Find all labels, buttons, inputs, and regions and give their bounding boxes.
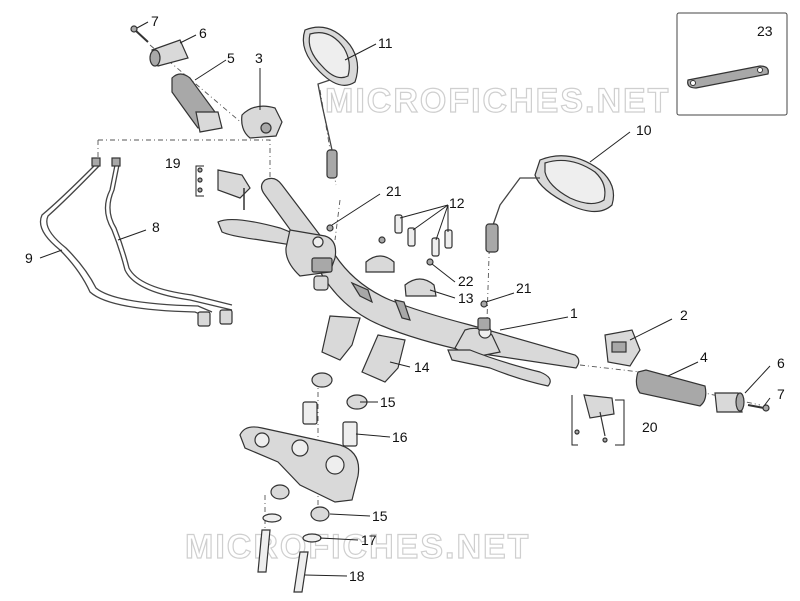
callout-1: 1 (570, 305, 578, 321)
mirror-10 (485, 155, 615, 253)
callout-3: 3 (255, 50, 263, 66)
grip-4 (635, 369, 707, 407)
bracket-20 (574, 394, 615, 443)
switch-2 (604, 329, 641, 367)
callout-8: 8 (152, 219, 160, 235)
callout-5: 5 (227, 50, 235, 66)
callout-11: 11 (378, 35, 393, 51)
screw-7-right (747, 404, 770, 412)
bracket-19 (197, 167, 251, 210)
callout-9: 9 (25, 250, 33, 266)
callout-19: 19 (165, 155, 181, 171)
inset-box-23 (676, 12, 788, 116)
callout-20: 20 (642, 419, 658, 435)
callout-10: 10 (636, 122, 652, 138)
callout-7-left: 7 (151, 13, 159, 29)
callout-18: 18 (349, 568, 365, 584)
right-lever-assembly (447, 317, 551, 387)
callout-21-right: 21 (516, 280, 532, 296)
leader-lines (39, 21, 771, 577)
callout-22: 22 (458, 273, 474, 289)
bolt-21-right (480, 300, 488, 308)
callout-12: 12 (449, 195, 465, 211)
watermark-bottom: MICROFICHES.NET (185, 528, 530, 566)
bar-end-6-right (714, 392, 745, 413)
callout-6-right: 6 (777, 355, 785, 371)
callout-6-left: 6 (199, 25, 207, 41)
callout-15-lower: 15 (372, 508, 388, 524)
callout-4: 4 (700, 349, 708, 365)
switch-3 (241, 105, 283, 139)
wrench-tool-23 (687, 65, 769, 89)
triple-clamp-and-bushings (239, 372, 368, 593)
bolt-21-left (326, 224, 334, 232)
callout-7-right: 7 (777, 386, 785, 402)
left-lever-assembly (217, 218, 337, 291)
callout-15-upper: 15 (380, 394, 396, 410)
risers-14 (321, 315, 406, 383)
clamps-12-13-22 (365, 214, 453, 297)
callout-16: 16 (392, 429, 408, 445)
watermark-top: MICROFICHES.NET (325, 82, 670, 120)
callout-2: 2 (680, 307, 688, 323)
callout-14: 14 (414, 359, 430, 375)
callout-23: 23 (757, 23, 773, 39)
callout-13: 13 (458, 290, 474, 306)
mirror-11 (302, 26, 359, 179)
callout-21-left: 21 (386, 183, 402, 199)
callouts: 7 6 5 3 11 23 10 19 21 12 8 9 22 21 13 1… (25, 13, 785, 584)
bar-end-6-left (149, 39, 189, 67)
grip-5 (171, 73, 223, 133)
screw-7-left (130, 25, 149, 43)
callout-17: 17 (361, 532, 377, 548)
cables-8-9 (39, 157, 233, 327)
